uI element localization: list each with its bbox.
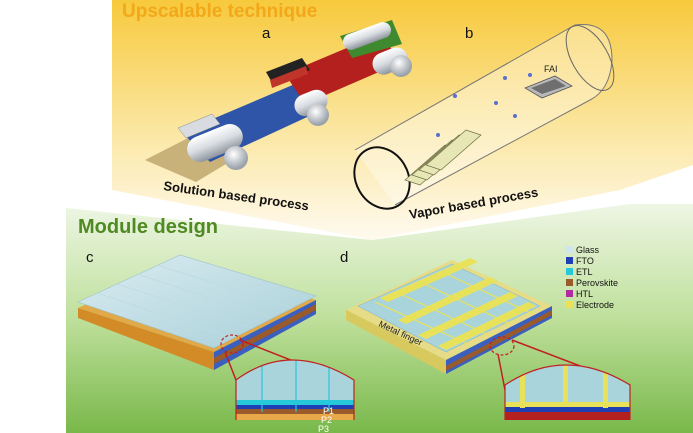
upscalable-title: Upscalable technique <box>122 1 317 22</box>
legend-label: Glass <box>576 245 600 255</box>
p2-label: P2 <box>321 415 332 425</box>
module-title: Module design <box>78 216 218 238</box>
coating-head-2 <box>177 113 221 139</box>
vapor-molecules <box>436 73 532 137</box>
legend-swatch <box>566 301 573 308</box>
legend-label: ETL <box>576 267 593 277</box>
upscalable-band <box>112 0 693 240</box>
legend-swatch <box>566 257 573 264</box>
module-d: Metal finger <box>346 258 631 391</box>
p1-label: P1 <box>323 406 334 416</box>
legend-label: FTO <box>576 256 594 266</box>
roller-end-2 <box>307 104 329 126</box>
tube-opening <box>353 146 411 210</box>
legend-swatch <box>566 246 573 253</box>
panel-label-b: b <box>465 25 473 42</box>
roller-end-3 <box>390 55 412 77</box>
roll-to-roll-illustration <box>145 20 412 182</box>
roller-1 <box>187 124 243 162</box>
legend-label: Perovskite <box>576 278 618 288</box>
legend-label: Electrode <box>576 300 614 310</box>
panel-label-c: c <box>86 249 94 266</box>
panel-label-a: a <box>262 25 271 42</box>
p3-label: P3 <box>318 424 329 433</box>
panel-label-d: d <box>340 249 348 266</box>
legend-swatch <box>566 279 573 286</box>
fai-label: FAI <box>544 64 558 74</box>
module-c <box>77 254 355 386</box>
legend-swatch <box>566 268 573 275</box>
legend-swatch <box>566 290 573 297</box>
roller-4 <box>343 22 391 50</box>
legend-label: HTL <box>576 289 593 299</box>
roller-end-1 <box>224 146 248 170</box>
vapor-tube-illustration: FAI <box>353 23 615 210</box>
substrate-stack <box>404 129 482 186</box>
